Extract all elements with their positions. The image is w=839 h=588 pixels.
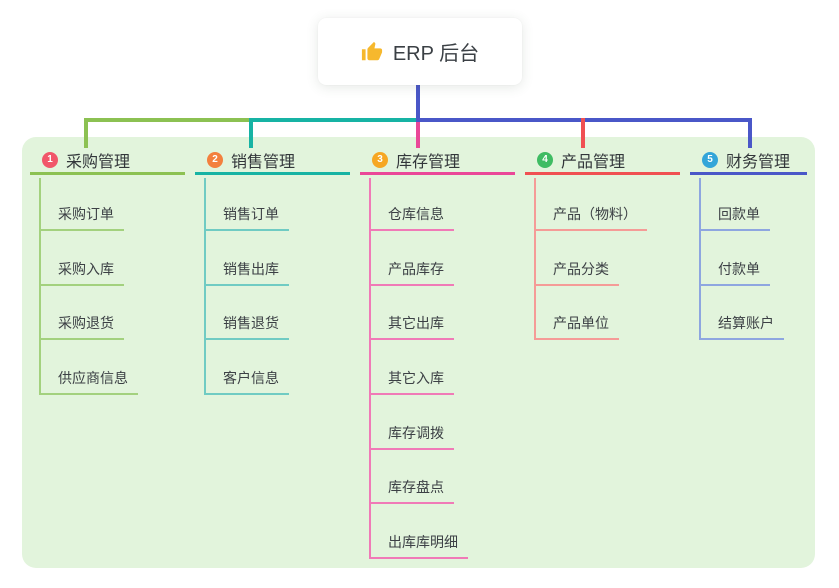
- branch-drop-line-product: [581, 118, 585, 148]
- branch-title: 采购管理: [66, 153, 131, 171]
- mindmap-child-node[interactable]: 库存调拨: [369, 425, 454, 450]
- mindmap-child-node[interactable]: 回款单: [699, 206, 770, 231]
- mindmap-child-node[interactable]: 客户信息: [204, 370, 289, 395]
- mindmap-child-node[interactable]: 其它入库: [369, 370, 454, 395]
- branch-title: 产品管理: [561, 153, 626, 171]
- mindmap-child-node[interactable]: 产品（物料）: [534, 206, 647, 231]
- mindmap-child-node[interactable]: 采购订单: [39, 206, 124, 231]
- mindmap-child-node[interactable]: 供应商信息: [39, 370, 138, 395]
- branch-header-finance[interactable]: 5 财务管理: [690, 147, 807, 175]
- branch-title: 库存管理: [396, 153, 461, 171]
- branch-header-sales[interactable]: 2 销售管理: [195, 147, 350, 175]
- mindmap-child-node[interactable]: 结算账户: [699, 315, 784, 340]
- branch-drop-line-sales: [249, 118, 253, 148]
- mindmap-child-node[interactable]: 其它出库: [369, 315, 454, 340]
- mindmap-child-node[interactable]: 采购入库: [39, 261, 124, 286]
- mindmap-child-node[interactable]: 销售订单: [204, 206, 289, 231]
- branch-badge-product: 4: [537, 151, 553, 168]
- mindmap-child-node[interactable]: 产品单位: [534, 315, 619, 340]
- branch-drop-line-purchase: [84, 118, 88, 148]
- branch-drop-line-inventory: [416, 122, 420, 148]
- mindmap-child-node[interactable]: 产品库存: [369, 261, 454, 286]
- mindmap-child-node[interactable]: 采购退货: [39, 315, 124, 340]
- root-node[interactable]: ERP 后台: [318, 18, 522, 85]
- branch-badge-finance: 5: [702, 151, 718, 168]
- branch-spine-line-finance: [699, 178, 701, 340]
- branch-drop-line-finance: [748, 118, 752, 148]
- branch-badge-sales: 2: [207, 151, 223, 168]
- branch-spine-line-purchase: [39, 178, 41, 395]
- mindmap-child-node[interactable]: 出库库明细: [369, 534, 468, 559]
- mindmap-child-node[interactable]: 产品分类: [534, 261, 619, 286]
- mindmap-panel: [22, 137, 815, 568]
- mindmap-child-node[interactable]: 库存盘点: [369, 479, 454, 504]
- branch-header-inventory[interactable]: 3 库存管理: [360, 147, 515, 175]
- mindmap-child-node[interactable]: 付款单: [699, 261, 770, 286]
- root-title: ERP 后台: [392, 43, 480, 65]
- branch-spine-line-inventory: [369, 178, 371, 559]
- mindmap-child-node[interactable]: 销售退货: [204, 315, 289, 340]
- branch-header-product[interactable]: 4 产品管理: [525, 147, 680, 175]
- mindmap-child-node[interactable]: 销售出库: [204, 261, 289, 286]
- thumbs-up-icon: [361, 41, 383, 63]
- branch-badge-inventory: 3: [372, 151, 388, 168]
- branch-title: 销售管理: [231, 153, 296, 171]
- mindmap-child-node[interactable]: 仓库信息: [369, 206, 454, 231]
- branch-spine-line-sales: [204, 178, 206, 395]
- bus-segment-teal: [249, 118, 418, 122]
- branch-header-purchase[interactable]: 1 采购管理: [30, 147, 185, 175]
- root-connector-line: [416, 85, 420, 122]
- branch-title: 财务管理: [726, 153, 791, 171]
- branch-spine-line-product: [534, 178, 536, 340]
- branch-badge-purchase: 1: [42, 151, 58, 168]
- bus-segment-green: [84, 118, 251, 122]
